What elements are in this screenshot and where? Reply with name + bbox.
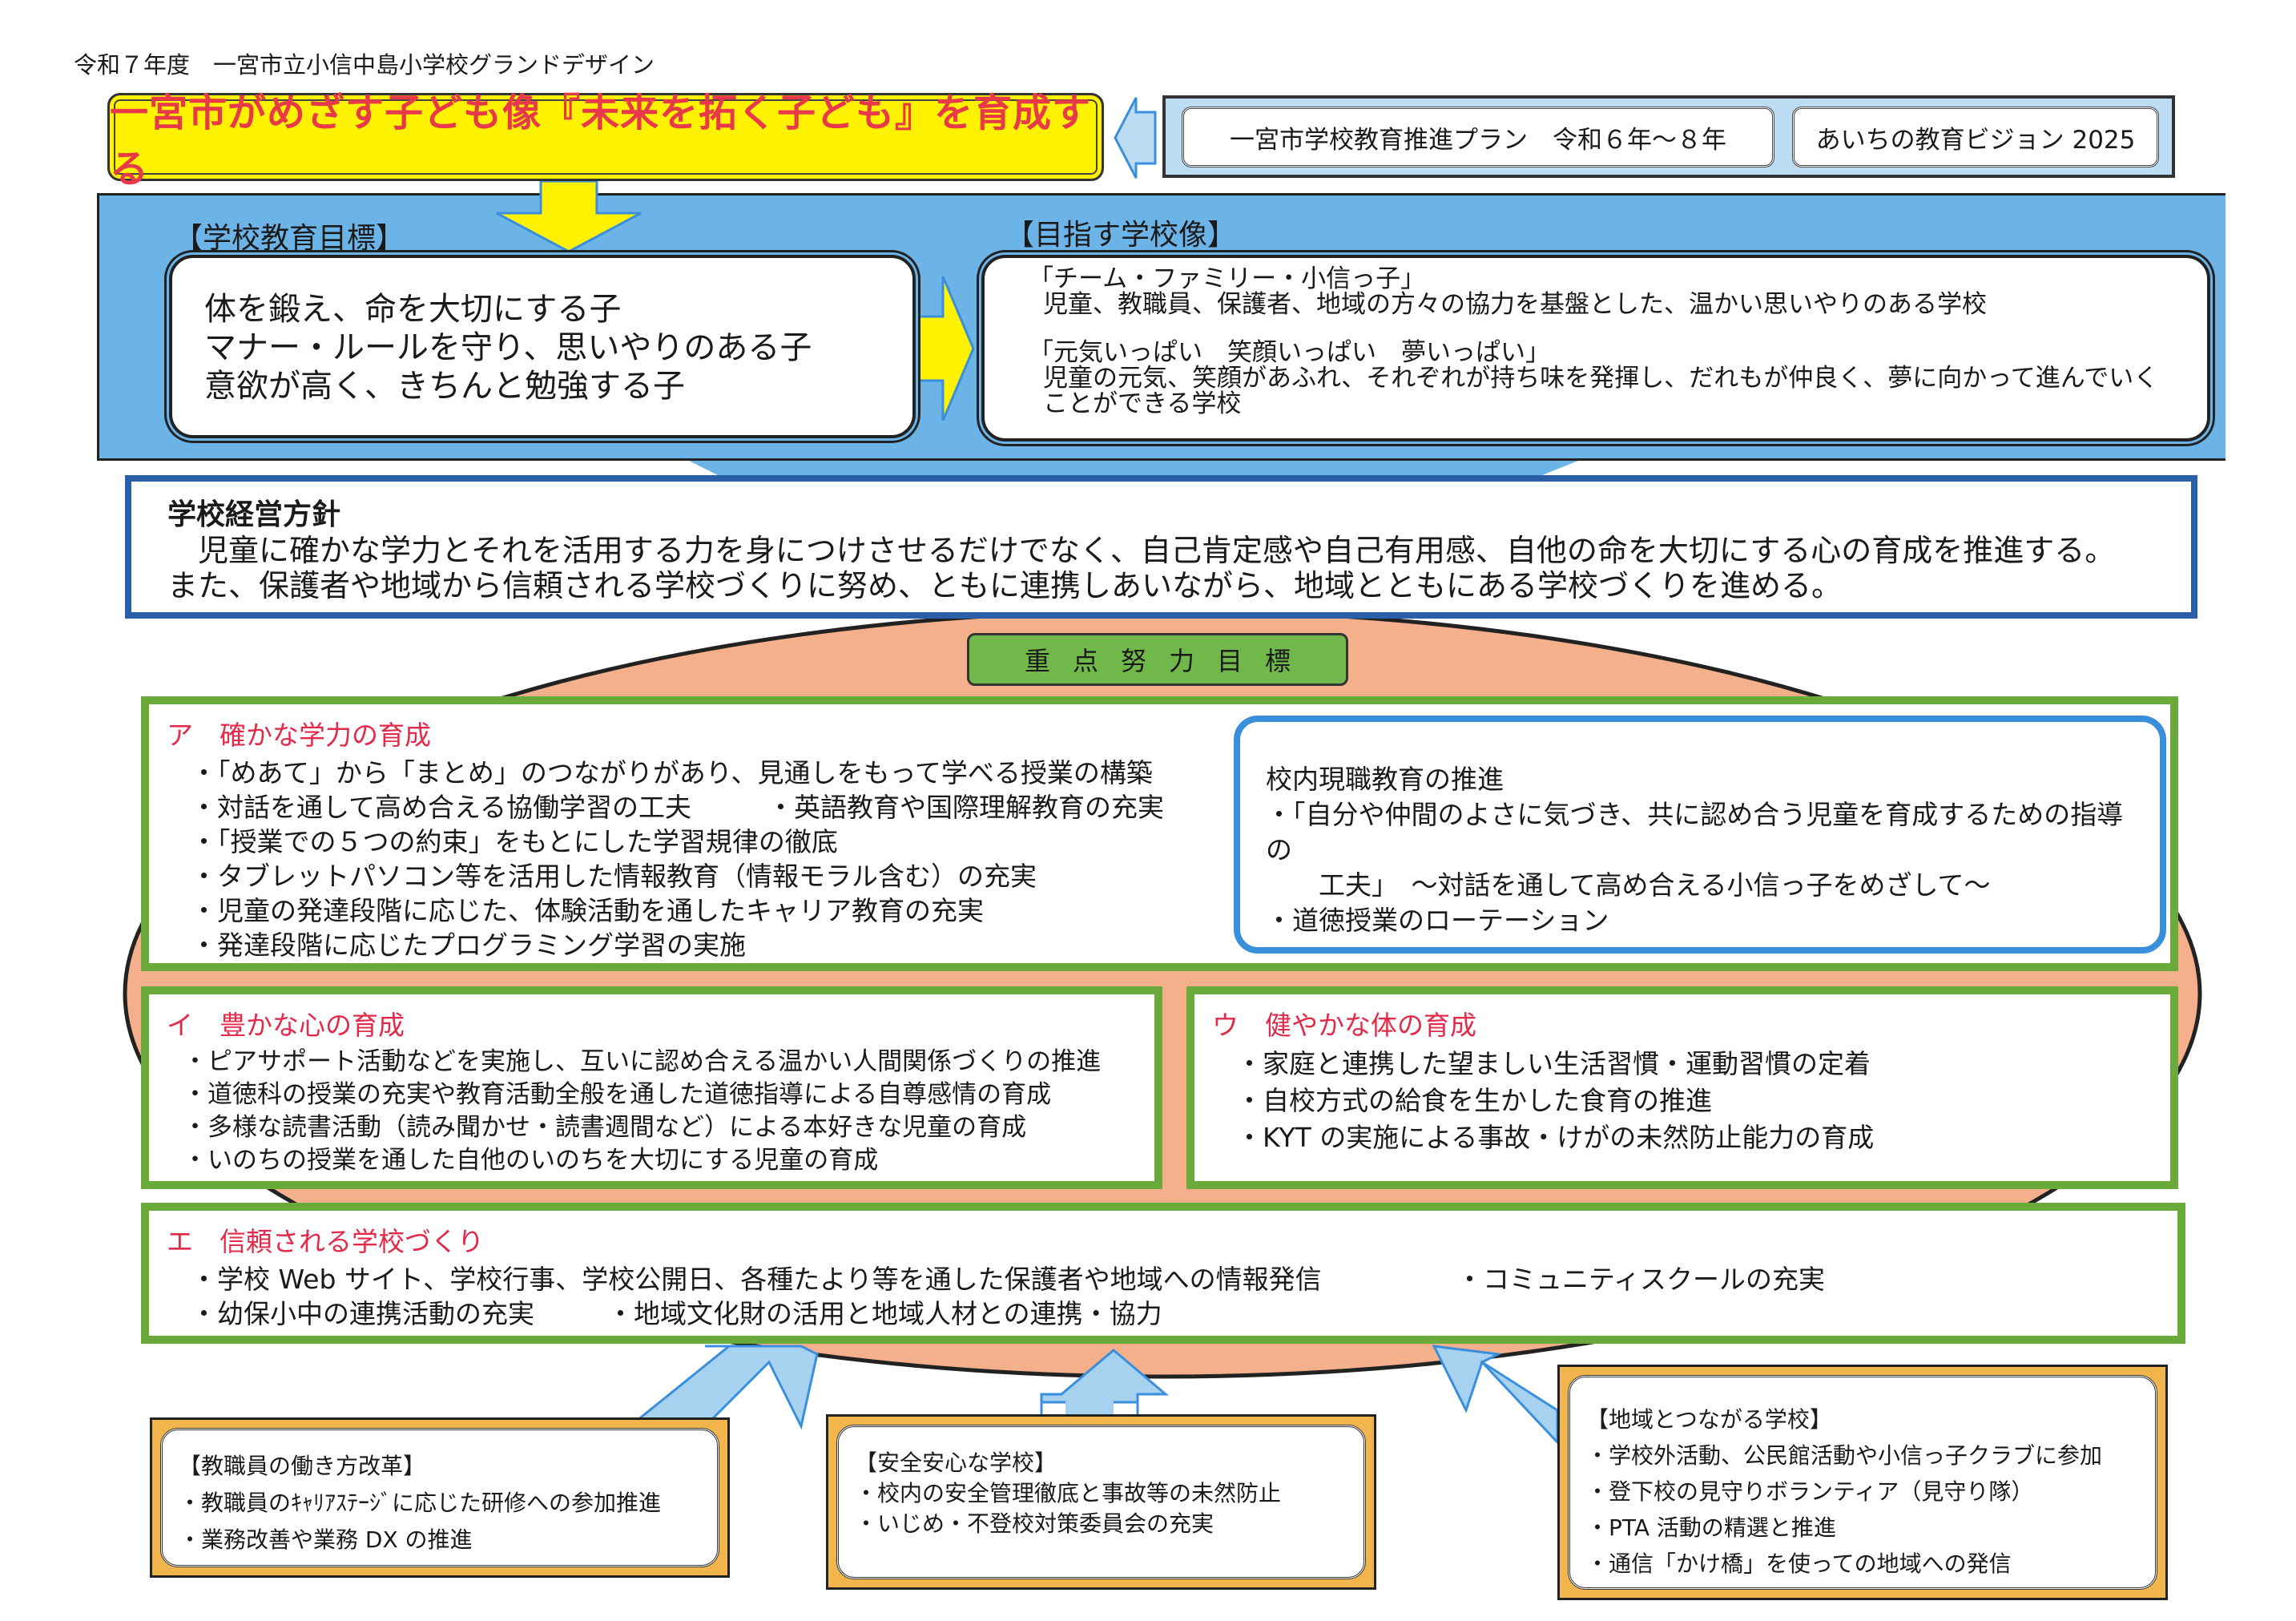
vision-banner: 一宮市がめざす子ども像『未来を拓く子ども』を育成する — [107, 91, 1104, 192]
plan-references: 一宮市学校教育推進プラン 令和６年〜８年 あいちの教育ビジョン 2025 — [1162, 95, 2175, 178]
list-item: ・児童の発達段階に応じた、体験活動を通したキャリア教育の充実 — [191, 895, 984, 926]
list-item: ・ピアサポート活動などを実施し、互いに認め合える温かい人間関係づくりの推進 — [183, 1047, 1102, 1076]
list-item: ・自校方式の給食を生かした食育の推進 — [1236, 1085, 1712, 1116]
arrow-up-left — [622, 1345, 819, 1436]
list-item: ・地域文化財の活用と地域人材との連携・協力 — [607, 1298, 1162, 1329]
section-u-body: ウ 健やかな体の育成 ・家庭と連携した望ましい生活習慣・運動習慣の定着 ・自校方… — [1186, 986, 2178, 1189]
section-title: イ 豊かな心の育成 — [167, 1010, 405, 1041]
school-image-label: 【目指す学校像】 — [1005, 219, 1237, 252]
list-item: ・「自分や仲間のよさに気づき、共に認め合う児童を育成するための指導の — [1266, 799, 2124, 865]
policy-title: 学校経営方針 — [167, 498, 341, 531]
document-title: 令和７年度 一宮市立小信中島小学校グランドデザイン — [74, 51, 655, 79]
policy-line: また、保護者や地域から信頼される学校づくりに努め、ともに連携しあいながら、地域と… — [167, 568, 1843, 603]
list-item: ・KYT の実施による事故・けがの未然防止能力の育成 — [1236, 1122, 1875, 1153]
box-title: 【地域とつながる学校】 — [1586, 1406, 1832, 1433]
training-box: 校内現職教育の推進 ・「自分や仲間のよさに気づき、共に認め合う児童を育成するため… — [1234, 716, 2166, 954]
school-goals-label: 【学校教育目標】 — [174, 222, 405, 255]
trapezoid-connector — [689, 461, 1578, 477]
list-item: ・教職員のｷｬﾘｱｽﾃｰｼﾞに応じた研修への参加推進 — [179, 1490, 662, 1516]
list-item: ・校内の安全管理徹底と事故等の未然防止 — [855, 1480, 1282, 1506]
list-item: ・英語教育や国際理解教育の充実 — [767, 792, 1164, 823]
safe-school-box: 【安全安心な学校】 ・校内の安全管理徹底と事故等の未然防止 ・いじめ・不登校対策… — [826, 1414, 1376, 1590]
list-item: ・PTA 活動の精選と推進 — [1586, 1514, 1836, 1541]
list-item: ・対話を通して高め合える協働学習の工夫 — [191, 792, 692, 823]
list-item: ・学校外活動、公民館活動や小信っ子クラブに参加 — [1586, 1442, 2103, 1469]
list-item-row: ・学校 Web サイト、学校行事、学校公開日、各種たより等を通した保護者や地域へ… — [167, 1262, 2160, 1296]
arrow-down-icon — [496, 181, 642, 253]
management-policy: 学校経営方針 児童に確かな学力とそれを活用する力を身につけさせるだけでなく、自己… — [125, 475, 2197, 619]
image-text: 児童、教職員、保護者、地域の方々の協力を基盤とした、温かい思いやりのある学校 — [1043, 290, 1987, 319]
image-text: 児童の元気、笑顔があふれ、それぞれが持ち味を発揮し、だれもが仲良く、夢に向かって… — [1043, 364, 2159, 418]
arrow-up-right — [1432, 1345, 1559, 1446]
arrow-right-icon — [919, 276, 975, 421]
vision-banner-text: 一宮市がめざす子ども像『未来を拓く子ども』を育成する — [110, 91, 1092, 192]
list-item-row: ・幼保小中の連携活動の充実 ・地域文化財の活用と地域人材との連携・協力 — [167, 1296, 2160, 1331]
training-title: 校内現職教育の推進 — [1266, 764, 1504, 795]
box-title: 【教職員の働き方改革】 — [179, 1453, 426, 1479]
list-item: ・いのちの授業を通した自他のいのちを大切にする児童の育成 — [183, 1146, 879, 1175]
list-item: ・いじめ・不登校対策委員会の充実 — [855, 1510, 1214, 1537]
section-title: ウ 健やかな体の育成 — [1212, 1010, 1476, 1041]
goal-item: マナー・ルールを守り、思いやりのある子 — [204, 329, 812, 366]
list-item: ・コミュニティスクールの充実 — [1456, 1264, 1826, 1295]
list-item: ・道徳科の授業の充実や教育活動全般を通した道徳指導による自尊感情の育成 — [183, 1080, 1052, 1109]
list-item: ・道徳授業のローテーション — [1266, 905, 1609, 936]
image-title: 「元気いっぱい 笑顔いっぱい 夢いっぱい」 — [1029, 338, 1550, 367]
list-item: ・家庭と連携した望ましい生活習慣・運動習慣の定着 — [1236, 1048, 1871, 1079]
list-item: ・登下校の見守りボランティア（見守り隊） — [1586, 1478, 2034, 1505]
list-item: ・発達段階に応じたプログラミング学習の実施 — [191, 929, 746, 961]
plan-ichinomiya: 一宮市学校教育推進プラン 令和６年〜８年 — [1182, 107, 1774, 167]
box-title: 【安全安心な学校】 — [855, 1450, 1057, 1476]
list-item: ・通信「かけ橋」を使っての地域への発信 — [1586, 1550, 2012, 1577]
goal-item: 体を鍛え、命を大切にする子 — [204, 291, 622, 328]
arrow-left-plan — [1114, 97, 1157, 179]
section-e-trust: エ 信頼される学校づくり ・学校 Web サイト、学校行事、学校公開日、各種たよ… — [141, 1203, 2185, 1344]
image-title: 「チーム・ファミリー・小信っ子」 — [1029, 264, 1426, 293]
list-item: ・タブレットパソコン等を活用した情報教育（情報モラル含む）の充実 — [191, 861, 1037, 892]
focus-goals-label: 重点努力目標 — [967, 633, 1348, 686]
goal-item: 意欲が高く、きちんと勉強する子 — [204, 368, 685, 405]
school-image-box: 「チーム・ファミリー・小信っ子」 児童、教職員、保護者、地域の方々の協力を基盤と… — [981, 255, 2210, 442]
list-item: ・業務改善や業務 DX の推進 — [179, 1526, 473, 1553]
list-item-row: ・対話を通して高め合える協働学習の工夫 ・英語教育や国際理解教育の充実 — [167, 790, 2153, 825]
section-i-heart: イ 豊かな心の育成 ・ピアサポート活動などを実施し、互いに認め合える温かい人間関… — [141, 986, 1162, 1189]
list-item: 工夫」 〜対話を通して高め合える小信っ子をめざして〜 — [1266, 869, 1991, 901]
list-item: ・「授業での５つの約束」をもとにした学習規律の徹底 — [191, 826, 838, 857]
community-school-box: 【地域とつながる学校】 ・学校外活動、公民館活動や小信っ子クラブに参加 ・登下校… — [1557, 1365, 2168, 1600]
school-goals-box: 体を鍛え、命を大切にする子 マナー・ルールを守り、思いやりのある子 意欲が高く、… — [169, 255, 916, 438]
policy-line: 児童に確かな学力とそれを活用する力を身につけさせるだけでなく、自己肯定感や自己有… — [167, 533, 2116, 568]
plan-aichi: あいちの教育ビジョン 2025 — [1792, 107, 2159, 167]
list-item: ・多様な読書活動（読み聞かせ・読書週間など）による本好きな児童の育成 — [183, 1113, 1027, 1142]
list-item: ・「めあて」から「まとめ」のつながりがあり、見通しをもって学べる授業の構築 — [191, 757, 1153, 788]
list-item: ・幼保小中の連携活動の充実 — [191, 1298, 534, 1329]
workstyle-reform-box: 【教職員の働き方改革】 ・教職員のｷｬﾘｱｽﾃｰｼﾞに応じた研修への参加推進 ・… — [150, 1417, 730, 1578]
arrow-up-center-stem — [1065, 1394, 1114, 1417]
section-title: エ 信頼される学校づくり — [167, 1226, 484, 1257]
list-item: ・学校 Web サイト、学校行事、学校公開日、各種たより等を通した保護者や地域へ… — [191, 1264, 1322, 1295]
section-title: ア 確かな学力の育成 — [167, 720, 431, 751]
